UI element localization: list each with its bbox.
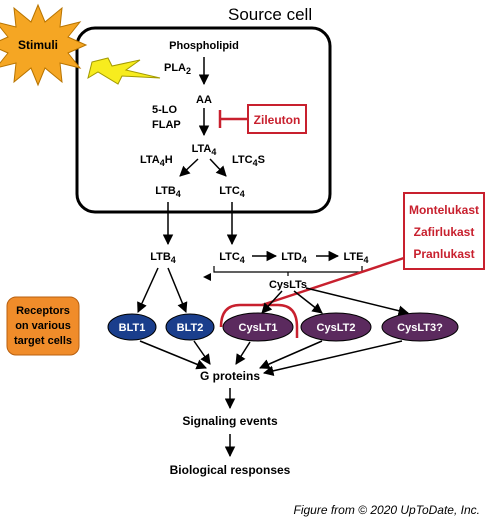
receptors-box: [6, 296, 80, 356]
five-lo-label: 5-LO: [152, 104, 178, 116]
signaling-label: Signaling events: [182, 414, 278, 428]
ltb4-intracellular-label: LTB4: [155, 185, 181, 199]
receptor-cyslt3-label: CysLT3?: [397, 322, 443, 334]
receptor-cyslt1: [222, 312, 294, 342]
pla2-label: PLA2: [164, 62, 191, 76]
arrow-lta4-ltb4: [179, 158, 199, 177]
arrow-cyslt3-gproteins: [262, 340, 403, 376]
receptor-cyslt2-label: CysLT2: [317, 322, 356, 334]
lta4-label: LTA4: [192, 143, 217, 157]
receptor-blt1-label: BLT1: [119, 322, 146, 334]
figure-credit: Figure from © 2020 UpToDate, Inc.: [294, 503, 481, 517]
receptors-label-line3: target cells: [14, 335, 72, 347]
receptor-blt2-label: BLT2: [177, 322, 204, 334]
flap-label: FLAP: [152, 119, 181, 131]
small-pointer-triangle: [203, 273, 211, 281]
receptors-label-line1: Receptors: [16, 305, 70, 317]
arrow-cyslts-cyslt3: [305, 287, 410, 316]
lte4-label: LTE4: [344, 251, 369, 265]
zileuton-label: Zileuton: [254, 113, 301, 127]
ltc4s-label: LTC4S: [232, 154, 265, 168]
zileuton-box: [247, 104, 307, 134]
arrow-cyslt1-gproteins: [235, 341, 251, 365]
lta4h-label: LTA4H: [140, 154, 173, 168]
stimuli-burst: [0, 3, 88, 87]
phospholipid-label: Phospholipid: [169, 40, 239, 52]
lightning-bolt: [87, 57, 161, 85]
aa-label: AA: [196, 94, 212, 106]
receptor-cyslt2: [300, 312, 372, 342]
ltb4-extracellular-label: LTB4: [150, 251, 176, 265]
cyslts-label: CysLTs: [269, 279, 307, 291]
arrow-cyslts-cyslt2: [293, 290, 323, 314]
arrow-blt1-gproteins: [139, 340, 207, 370]
g-proteins-label: G proteins: [200, 369, 260, 383]
ltc4-intracellular-label: LTC4: [219, 185, 245, 199]
cyslt1-blocking-cap: [219, 303, 299, 338]
receptor-cyslt3: [381, 312, 459, 342]
arrow-cyslts-cyslt1: [261, 290, 283, 314]
ltd4-label: LTD4: [281, 251, 307, 265]
source-cell-title: Source cell: [228, 5, 312, 24]
antagonist-pranlukast: Pranlukast: [413, 247, 474, 261]
antagonist-box: [403, 192, 485, 270]
arrow-cyslt2-gproteins: [259, 340, 323, 370]
arrow-ltb4-blt2: [167, 267, 188, 313]
cyslts-bracket: [213, 266, 363, 276]
antagonist-zafirlukast: Zafirlukast: [414, 225, 475, 239]
antagonist-line: [261, 256, 405, 307]
receptor-cyslt1-label: CysLT1: [239, 322, 278, 334]
stimuli-label: Stimuli: [18, 38, 58, 52]
antagonist-montelukast: Montelukast: [409, 203, 479, 217]
ltc4-extracellular-label: LTC4: [219, 251, 245, 265]
source-cell-box: [75, 26, 332, 214]
receptor-blt2: [165, 313, 215, 341]
receptor-blt1: [107, 313, 157, 341]
arrow-ltb4-blt1: [137, 267, 159, 313]
arrow-lta4-ltc4: [209, 158, 227, 177]
biological-responses-label: Biological responses: [170, 463, 291, 477]
arrow-blt2-gproteins: [193, 340, 211, 365]
receptors-label-line2: on various: [15, 320, 71, 332]
